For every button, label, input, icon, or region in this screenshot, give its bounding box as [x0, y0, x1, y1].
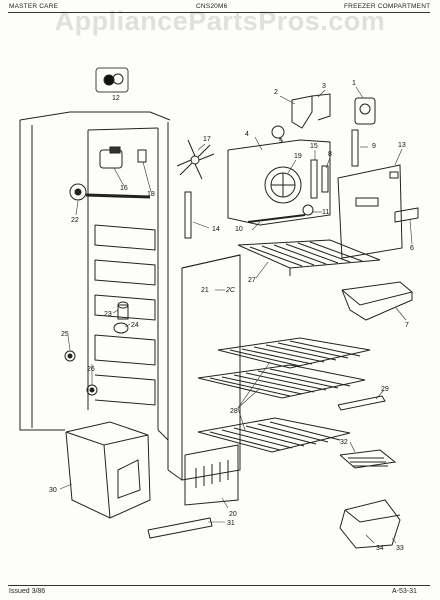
callout-labels: 1 2 3 4 5 6 7 8 9 10 11 12 13 14 15 16 1… [49, 80, 414, 552]
part-10-11 [247, 204, 314, 223]
part-25-26 [64, 350, 98, 396]
header-rule [8, 12, 430, 13]
callout-21: 21 [201, 287, 209, 294]
footer-code: A-53-31 [392, 588, 417, 595]
part-20-grille [184, 444, 239, 506]
callout-20: 20 [229, 511, 237, 518]
part-33-ice-bucket [339, 499, 401, 549]
part-23-24 [113, 301, 129, 334]
part-28-shelf-b [197, 364, 366, 399]
callout-13: 13 [398, 142, 406, 149]
part-21-divider-panel [181, 254, 241, 481]
callout-22: 22 [71, 217, 79, 224]
footer-rule [8, 585, 430, 586]
callout-32: 32 [340, 439, 348, 446]
part-14-bracket [184, 191, 192, 239]
callout-6: 6 [410, 245, 414, 252]
part-31-strip [147, 517, 213, 539]
part-7-tray [341, 281, 414, 321]
footer-issued: Issued 3/86 [9, 588, 46, 595]
callout-19: 19 [294, 153, 302, 160]
part-22-knob [69, 183, 151, 201]
callout-14: 14 [212, 226, 220, 233]
callout-2: 2 [274, 89, 278, 96]
part-30-bin [65, 421, 151, 519]
callout-10: 10 [235, 226, 243, 233]
header-section-title: FREEZER COMPARTMENT [344, 3, 431, 10]
callout-27: 27 [248, 277, 256, 284]
door-shelves [94, 224, 156, 406]
callout-9: 9 [372, 143, 376, 150]
part-15-8 [310, 159, 329, 199]
callout-15: 15 [310, 143, 318, 150]
callout-23: 23 [104, 311, 112, 318]
part-28-shelf-a [217, 337, 371, 369]
callout-30: 30 [49, 487, 57, 494]
part-12-light [95, 67, 129, 93]
part-28-shelf-c [197, 417, 351, 453]
part-27-shelf [237, 239, 381, 276]
part-6-cover [394, 207, 419, 223]
part-29-strip [337, 395, 386, 411]
callout-21-inline: 2C [225, 287, 236, 294]
callout-5: 5 [279, 138, 283, 145]
callout-1: 1 [352, 80, 356, 87]
callout-4: 4 [245, 131, 249, 138]
callout-3: 3 [322, 83, 326, 90]
callout-24: 24 [131, 322, 139, 329]
cabinet-outline [19, 111, 183, 481]
callout-33: 33 [396, 545, 404, 552]
leader-lines [59, 86, 413, 544]
callout-26: 26 [87, 366, 95, 373]
callout-25: 25 [61, 331, 69, 338]
header-model-number: CNS20M6 [196, 3, 228, 10]
part-16-control [99, 146, 147, 169]
header-model-line: MASTER CARE [9, 3, 59, 10]
callout-18: 18 [147, 191, 155, 198]
part-9-tube [351, 129, 359, 167]
part-4-evaporator-housing [227, 139, 331, 226]
part-13-panel [337, 164, 403, 259]
callout-17: 17 [203, 136, 211, 143]
part-1-2-3 [291, 93, 376, 129]
callout-12: 12 [112, 95, 120, 102]
callout-28: 28 [230, 408, 238, 415]
part-5-bulb [271, 125, 285, 139]
callout-16: 16 [120, 185, 128, 192]
callout-29: 29 [381, 386, 389, 393]
callout-34: 34 [376, 545, 384, 552]
part-32-ice-tray [339, 449, 397, 469]
callout-31: 31 [227, 520, 235, 527]
callout-8: 8 [328, 151, 332, 158]
watermark: AppliancePartsPros.com [54, 6, 386, 36]
callout-7: 7 [405, 322, 409, 329]
callout-11: 11 [322, 209, 329, 216]
part-17-fan [176, 139, 215, 180]
